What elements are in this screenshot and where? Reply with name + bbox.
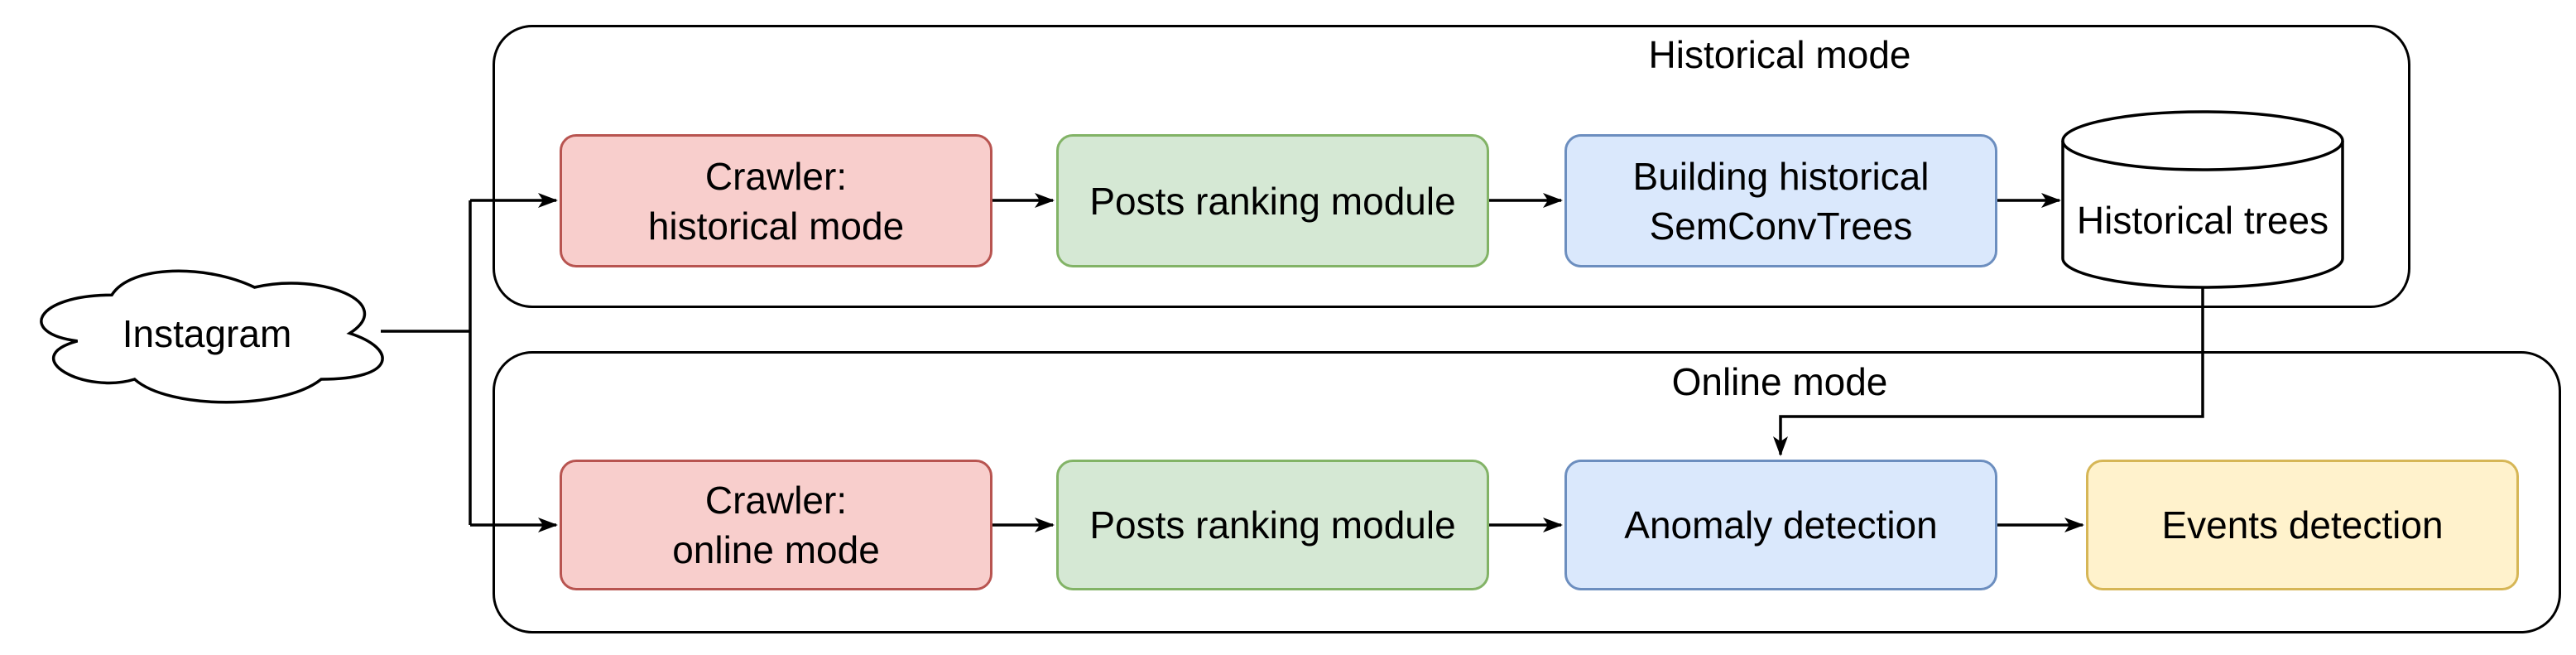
node-label: Crawler: online mode: [672, 479, 880, 571]
node-events-detection: Events detection: [2086, 460, 2519, 590]
node-crawler-online-mode: Crawler: online mode: [560, 460, 992, 590]
group-online-mode: [493, 351, 2561, 633]
cloud-shape: [40, 269, 384, 404]
node-label: Building historical SemConvTrees: [1632, 154, 1930, 248]
cylinder-node-historical-trees: Historical trees: [2076, 199, 2329, 242]
node-label: Events detection: [2161, 503, 2444, 547]
cylinder-shape: [2061, 110, 2344, 289]
node-building-historical-semconvtrees: Building historical SemConvTrees: [1564, 134, 1997, 267]
cloud-node-instagram: Instagram: [122, 311, 292, 355]
group-label-online-mode: Online mode: [1671, 360, 1888, 403]
group-historical-mode: [493, 25, 2410, 308]
edge-instagram-trunk: [381, 200, 472, 525]
group-label-historical-mode: Historical mode: [1648, 33, 1911, 76]
node-label: Crawler: historical mode: [647, 154, 905, 248]
node-posts-ranking-module-online: Posts ranking module: [1056, 460, 1489, 590]
node-anomaly-detection: Anomaly detection: [1564, 460, 1997, 590]
node-crawler-historical-mode: Crawler: historical mode: [560, 134, 992, 267]
node-label: Posts ranking module: [1089, 503, 1456, 547]
node-label: Anomaly detection: [1624, 503, 1938, 547]
node-label: Posts ranking module: [1089, 179, 1456, 223]
node-posts-ranking-module-historical: Posts ranking module: [1056, 134, 1489, 267]
